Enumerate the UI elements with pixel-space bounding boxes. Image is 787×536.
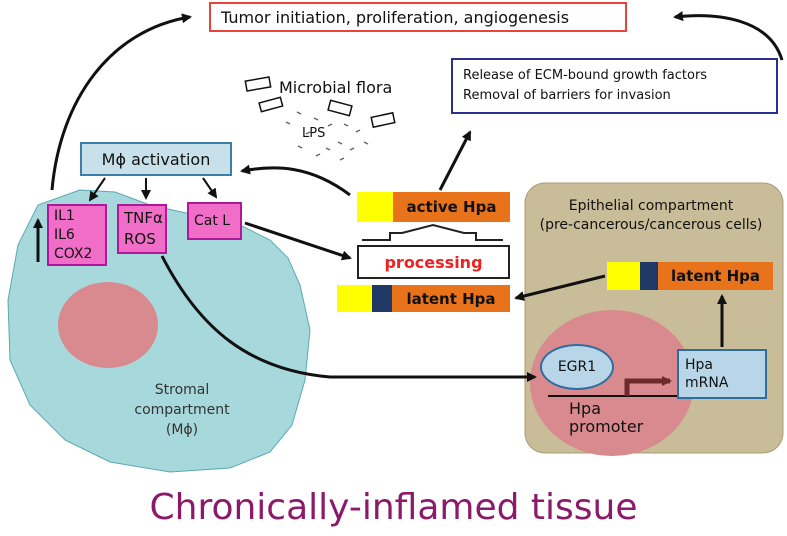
microbial-flora-label: Microbial flora: [279, 78, 393, 97]
latent-hpa-bar-epithelial: latent Hpa: [607, 262, 773, 290]
mrna-line-1: Hpa: [685, 357, 713, 373]
arrow-release-to-tumor: [673, 11, 784, 61]
arrow-activehpa-to-mphi: [240, 164, 351, 197]
hpa-yellow-segment: [357, 192, 393, 222]
tumor-label: Tumor initiation, proliferation, angioge…: [221, 7, 570, 27]
hpa-mrna-box: Hpa mRNA: [677, 349, 767, 399]
macrophage-activation-label: Mϕ activation: [101, 149, 211, 169]
cathepsin-l-box: Cat L: [187, 202, 242, 240]
transcription-start-arrow: [624, 376, 672, 396]
arrow-mphi-to-il: [88, 177, 106, 202]
macrophage-activation-box: Mϕ activation: [80, 142, 232, 176]
cytokine-box: IL1 IL6 COX2: [47, 204, 107, 266]
release-line-2: Removal of barriers for invasion: [463, 88, 671, 103]
hpa-orange-segment: active Hpa: [393, 192, 510, 222]
egr1-label: EGR1: [557, 359, 597, 375]
stromal-label-line-1: Stromal: [154, 382, 210, 398]
processing-box: processing: [357, 245, 510, 279]
cytokine-il1: IL1: [54, 207, 75, 224]
hpa-yellow-segment: [337, 285, 372, 312]
hpa-promoter-label: Hpa promoter: [569, 400, 643, 436]
arrow-activehpa-to-release: [438, 130, 472, 191]
active-hpa-label: active Hpa: [406, 198, 497, 216]
mrna-line-2: mRNA: [685, 375, 729, 391]
release-box: Release of ECM-bound growth factors Remo…: [451, 58, 778, 114]
latent-hpa-bar-center: latent Hpa: [337, 285, 510, 312]
latent-hpa-label-epithelial: latent Hpa: [670, 267, 761, 285]
lps-label: LPS: [302, 126, 326, 141]
stromal-label-line-3: (Mϕ): [165, 422, 199, 438]
epithelial-title-line-1: Epithelial compartment: [568, 198, 734, 214]
stromal-label-line-2: compartment: [134, 402, 230, 418]
tnf-label: TNFα: [124, 209, 163, 227]
promoter-line-2: promoter: [569, 417, 644, 436]
arrow-mphi-to-catl: [202, 177, 218, 199]
catl-label: Cat L: [194, 213, 231, 229]
hpa-navy-segment: [372, 285, 392, 312]
hpa-orange-segment: latent Hpa: [392, 285, 510, 312]
tumor-initiation-box: Tumor initiation, proliferation, angioge…: [209, 2, 627, 32]
egr1-node: EGR1: [540, 344, 614, 390]
epithelial-title-line-2: (pre-cancerous/cancerous cells): [539, 217, 763, 233]
processing-label: processing: [384, 252, 483, 272]
lps-particles: [285, 111, 369, 161]
bacteria-icon: [244, 76, 396, 129]
release-line-1: Release of ECM-bound growth factors: [463, 68, 708, 83]
hpa-orange-segment: latent Hpa: [658, 262, 773, 290]
active-hpa-bar: active Hpa: [357, 192, 510, 222]
stromal-compartment-label: Stromal compartment (Mϕ): [132, 380, 232, 440]
latent-hpa-label-center: latent Hpa: [406, 289, 496, 308]
arrow-catl-to-processing: [244, 221, 352, 261]
processing-up-arrow: [362, 223, 503, 241]
epithelial-title: Epithelial compartment (pre-cancerous/ca…: [530, 197, 772, 235]
promoter-line-1: Hpa: [569, 399, 601, 418]
hpa-yellow-segment: [607, 262, 640, 290]
cytokine-cox2: COX2: [54, 245, 93, 262]
stromal-nucleus: [58, 282, 158, 368]
cytokine-il6: IL6: [54, 226, 75, 243]
tnf-ros-box: TNFα ROS: [117, 204, 167, 254]
chronically-inflamed-tissue-title: Chronically-inflamed tissue: [149, 487, 638, 528]
arrow-latent-to-center: [514, 274, 606, 301]
ros-label: ROS: [124, 230, 156, 248]
hpa-navy-segment: [640, 262, 658, 290]
arrow-stromal-to-tumor: [50, 13, 192, 191]
arrow-tnf-to-egr1: [160, 255, 537, 382]
